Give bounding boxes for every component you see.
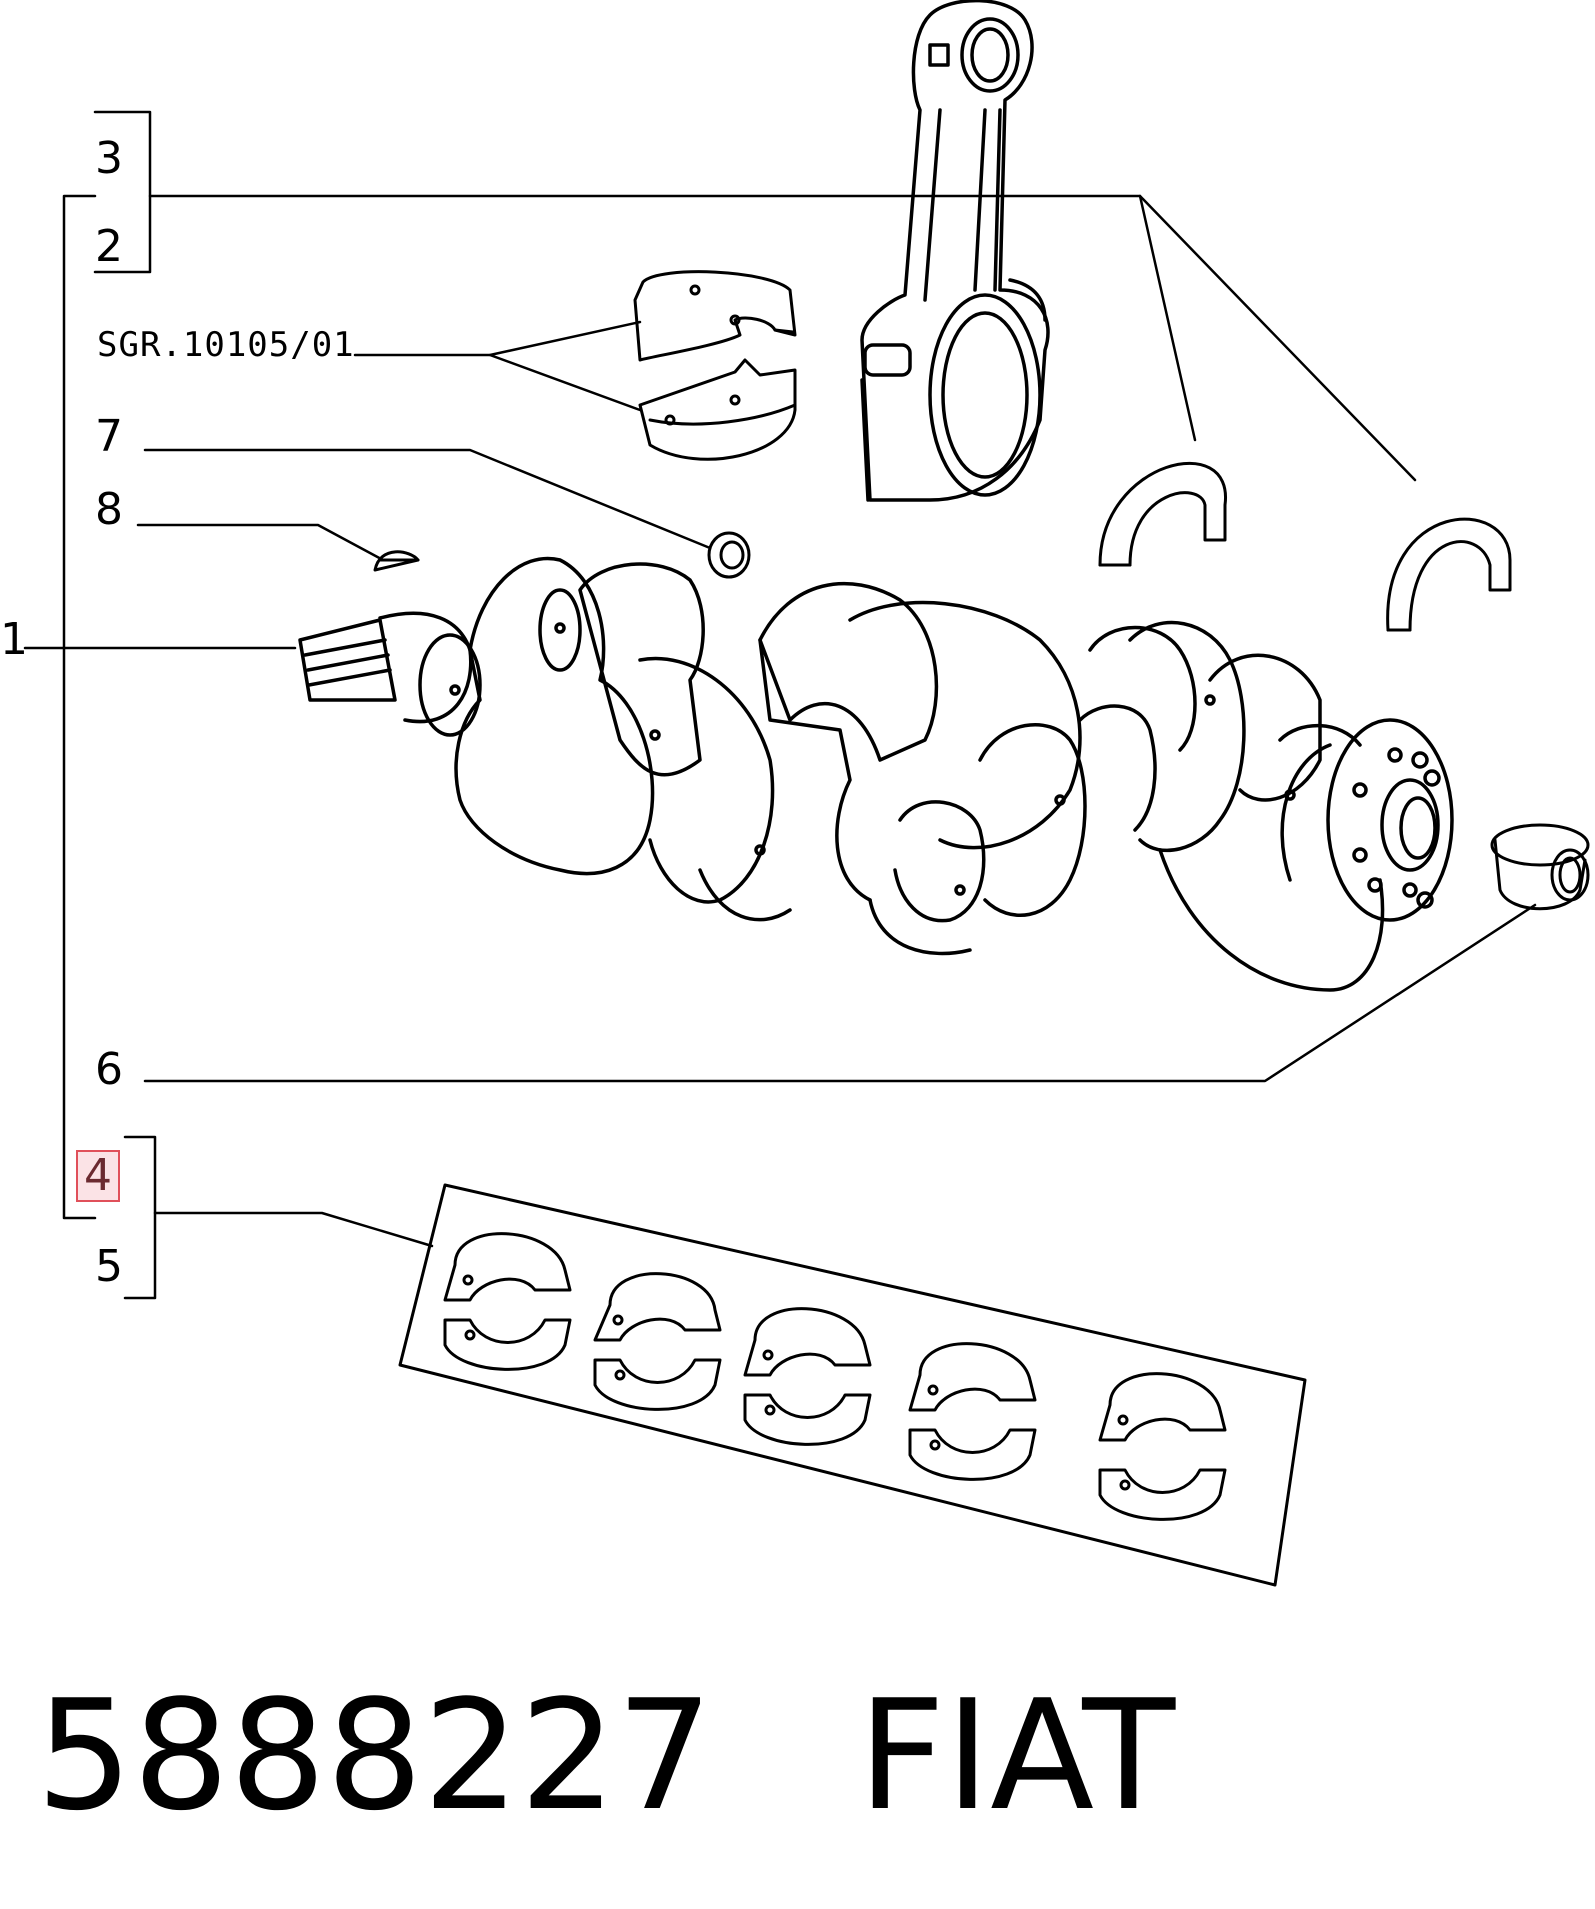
- bearing-set-outline: [398, 1183, 1307, 1587]
- part-caption: 5888227 FIAT: [36, 1680, 1175, 1832]
- leader-3-2-b: [1138, 194, 1417, 482]
- bracket-1: [62, 194, 97, 1220]
- thrust-washers: [1098, 461, 1512, 632]
- bearing-pair-5: [1098, 1372, 1227, 1521]
- callout-8: 8: [95, 484, 123, 535]
- brand-name: FIAT: [857, 1667, 1176, 1844]
- bearing-pair-1: [443, 1232, 572, 1371]
- bearing-pair-2: [593, 1272, 722, 1411]
- callout-sgr-part: SGR.10105/01: [97, 325, 355, 365]
- leader-lines: [23, 110, 1537, 1300]
- callout-2: 2: [95, 221, 123, 272]
- callout-7: 7: [95, 411, 123, 462]
- bearing-pair-3: [743, 1307, 872, 1446]
- leader-8: [136, 523, 385, 562]
- conrod-bearing-shells: [633, 270, 797, 461]
- leader-sgr: [353, 320, 642, 357]
- callout-6: 6: [95, 1044, 123, 1095]
- leader-sgr-b: [488, 353, 642, 412]
- callout-5: 5: [95, 1241, 123, 1292]
- bracket-3-2: [93, 110, 152, 274]
- part-number: 5888227: [36, 1667, 713, 1844]
- leader-6: [143, 903, 1537, 1083]
- bearing-pair-4: [908, 1342, 1037, 1481]
- callout-3: 3: [95, 133, 123, 184]
- main-bearing-set: [398, 1183, 1307, 1587]
- connecting-rod: [860, 0, 1050, 502]
- leader-4-5: [153, 1211, 434, 1248]
- callout-4-highlighted[interactable]: 4: [76, 1150, 120, 1202]
- pilot-bushing: [1490, 823, 1590, 911]
- crankshaft: [298, 556, 1454, 992]
- bracket-4-5: [123, 1135, 157, 1300]
- small-parts: [373, 531, 751, 579]
- callout-1: 1: [0, 614, 28, 665]
- leader-7: [143, 448, 712, 550]
